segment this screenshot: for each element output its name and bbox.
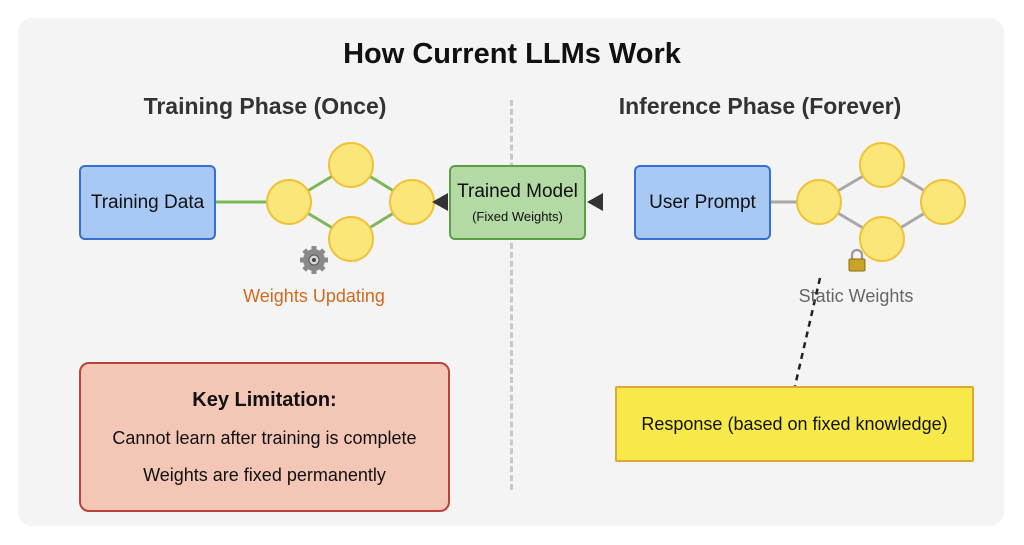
key-limitation-box: Key Limitation: Cannot learn after train…	[79, 362, 450, 512]
training-node-2	[328, 142, 374, 188]
trained-model-box: Trained Model (Fixed Weights)	[449, 165, 586, 240]
training-node-4	[389, 179, 435, 225]
training-data-label: Training Data	[90, 191, 205, 213]
lock-icon	[848, 248, 866, 272]
inference-node-2	[859, 142, 905, 188]
inference-node-3	[859, 216, 905, 262]
inference-phase-heading: Inference Phase (Forever)	[618, 93, 902, 119]
training-phase-heading: Training Phase (Once)	[143, 93, 387, 119]
key-limitation-heading: Key Limitation:	[192, 388, 337, 411]
user-prompt-label: User Prompt	[649, 191, 756, 213]
training-node-1	[266, 179, 312, 225]
key-limitation-line-2: Weights are fixed permanently	[143, 464, 386, 485]
weights-updating-caption: Weights Updating	[243, 286, 385, 306]
key-limitation-line-1: Cannot learn after training is complete	[112, 427, 417, 448]
user-prompt-box: User Prompt	[634, 165, 771, 240]
response-box: Response (based on fixed knowledge)	[615, 386, 974, 462]
static-weights-caption: Static Weights	[798, 286, 914, 306]
inference-node-1	[796, 179, 842, 225]
phase-divider	[510, 100, 513, 490]
arrowhead-to-model	[587, 193, 603, 211]
training-node-3	[328, 216, 374, 262]
response-label: Response (based on fixed knowledge)	[641, 413, 948, 434]
trained-model-label: Trained Model	[457, 181, 578, 202]
arrowhead-to-network	[432, 193, 448, 211]
dashed-connector-to-response	[793, 277, 822, 387]
trained-model-sublabel: (Fixed Weights)	[472, 209, 563, 224]
diagram-title: How Current LLMs Work	[343, 38, 681, 70]
inference-node-4	[920, 179, 966, 225]
gear-icon	[300, 246, 328, 274]
training-data-box: Training Data	[79, 165, 216, 240]
